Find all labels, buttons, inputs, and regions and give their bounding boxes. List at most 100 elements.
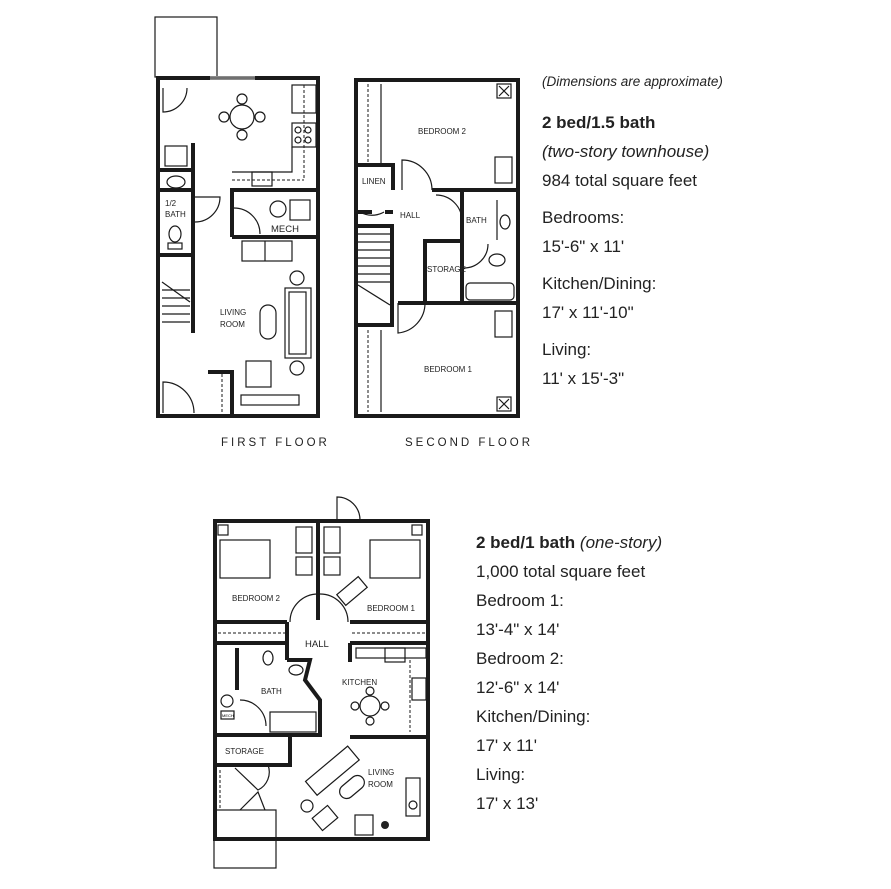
kitchen-dimensions: 17' x 11'	[476, 736, 537, 755]
lamp	[289, 360, 305, 376]
door-bedroom1	[397, 302, 426, 334]
patio	[154, 16, 218, 78]
exterior-wall	[354, 78, 520, 418]
sink	[411, 677, 427, 701]
water-heater	[220, 694, 234, 708]
sink	[288, 664, 304, 676]
room-label: HALL	[305, 639, 329, 650]
bathtub	[465, 282, 515, 301]
room-label: LIVING	[220, 308, 246, 317]
desk	[295, 526, 313, 554]
patio	[213, 809, 277, 869]
room-label: ROOM	[220, 320, 245, 329]
sink	[251, 171, 273, 187]
dimensions-note: (Dimensions are approximate)	[542, 74, 723, 89]
room-label: 1/2	[165, 199, 177, 208]
cabinet	[241, 240, 293, 262]
kitchen-label: Kitchen/Dining:	[476, 707, 591, 726]
armchair	[311, 804, 339, 832]
first-floor-plan: 1/2 BATH MECH LIVING ROOM FI	[154, 16, 330, 449]
sofa	[304, 745, 361, 797]
living-label: Living:	[542, 340, 592, 359]
dining-table	[218, 93, 266, 141]
townhouse-info: (Dimensions are approximate) 2 bed/1.5 b…	[542, 72, 723, 393]
door-front	[162, 381, 195, 414]
door-entry	[336, 496, 361, 521]
total-square-feet: 1,000 total square feet	[476, 562, 646, 581]
living-label: Living:	[476, 765, 526, 784]
dining-table	[350, 686, 390, 726]
exterior-wall	[213, 519, 430, 841]
total-square-feet: 984 total square feet	[542, 171, 698, 190]
hvac-vent-icon	[496, 396, 512, 412]
door-front	[239, 790, 266, 811]
kitchen-label: Kitchen/Dining:	[542, 274, 657, 293]
hvac-vent-icon	[217, 524, 229, 536]
door-bath	[435, 194, 463, 222]
desk	[323, 526, 341, 554]
door-bath	[194, 196, 221, 223]
lamp	[289, 270, 305, 286]
room-label: BATH	[165, 210, 186, 219]
dresser	[323, 556, 341, 576]
living-dimensions: 17' x 13'	[476, 794, 539, 813]
room-label: STORAGE	[427, 265, 466, 274]
door-bath	[239, 699, 267, 727]
tv-stand	[240, 394, 300, 406]
room-label: HALL	[400, 211, 421, 220]
washer	[164, 145, 188, 167]
toilet	[168, 225, 182, 243]
one-story-plan: BEDROOM 2 BEDROOM 1 HALL BATH MECH KITCH…	[213, 496, 430, 869]
tv-stand	[405, 777, 421, 817]
plant-icon	[381, 821, 389, 829]
mech-panel	[220, 710, 235, 720]
armchair	[245, 360, 272, 388]
plan-title: 2 bed/1 bath	[476, 533, 576, 552]
second-floor-plan: BEDROOM 2 BEDROOM 1 LINEN HALL BATH ST	[354, 78, 530, 449]
dresser	[494, 156, 513, 184]
coffee-table	[339, 774, 365, 800]
room-label: ROOM	[368, 780, 393, 789]
dresser	[494, 310, 513, 338]
bedroom1-dimensions: 13'-4" x 14'	[476, 620, 560, 639]
bathtub	[269, 711, 317, 733]
hvac-vent-icon	[411, 524, 423, 536]
bedroom1-label: Bedroom 1:	[476, 591, 564, 610]
door-bedroom2	[401, 159, 433, 191]
chair	[335, 575, 369, 607]
furnace	[289, 199, 311, 221]
onestory-info: 2 bed/1 bath (one-story) 1,000 total squ…	[476, 528, 662, 818]
door-bedroom1	[319, 593, 349, 623]
sofa	[284, 287, 312, 359]
kitchen-counter	[232, 84, 317, 187]
room-label: BEDROOM 2	[232, 594, 281, 603]
kitchen-dimensions: 17' x 11'-10"	[542, 303, 634, 322]
lamp	[300, 799, 314, 813]
toilet	[262, 650, 274, 666]
room-label: STORAGE	[225, 747, 264, 756]
room-label: LINEN	[362, 177, 386, 186]
room-label: BEDROOM 2	[418, 127, 467, 136]
hvac-vent-icon	[496, 83, 512, 99]
room-label: BATH	[466, 216, 487, 225]
sink	[166, 175, 186, 189]
plan-title: 2 bed/1.5 bath	[542, 113, 656, 132]
counter	[355, 647, 427, 659]
room-label: BATH	[261, 687, 282, 696]
bedroom2-dimensions: 12'-6" x 14'	[476, 678, 560, 697]
door-bedroom2	[289, 593, 319, 623]
sink	[499, 214, 511, 230]
bedrooms-dimensions: 15'-6" x 11'	[542, 237, 625, 256]
bed	[369, 539, 421, 579]
first-floor-caption: FIRST FLOOR	[221, 437, 330, 449]
living-dimensions: 11' x 15'-3"	[542, 369, 625, 388]
door-bath-inner	[463, 243, 489, 269]
room-label: MECH	[271, 224, 299, 235]
door-mech	[233, 207, 261, 235]
bed	[219, 539, 271, 579]
door-entry	[162, 87, 188, 113]
plan-subtitle: (one-story)	[579, 533, 663, 552]
stairs	[356, 224, 394, 327]
room-label: BEDROOM 1	[367, 604, 416, 613]
